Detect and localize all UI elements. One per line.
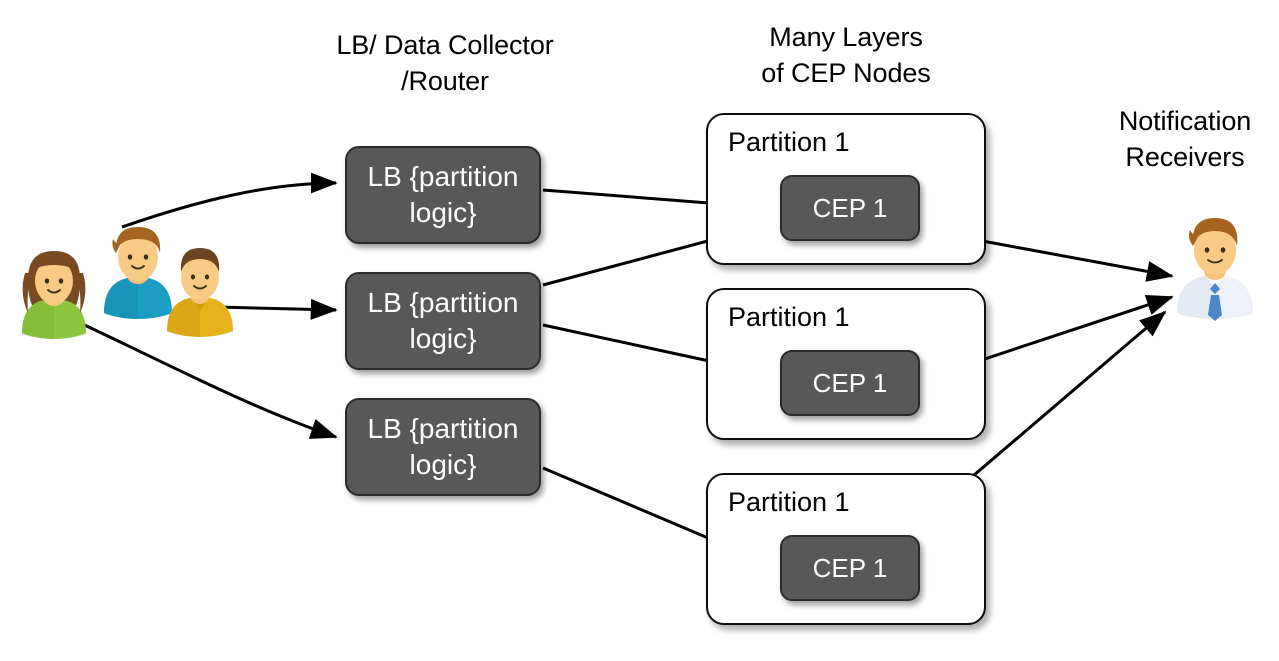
avatar-user-yellow bbox=[155, 238, 245, 338]
arrow-user-green-to-lb-3 bbox=[77, 320, 338, 439]
avatar-user-blue bbox=[92, 215, 184, 320]
lb-node-2[interactable]: LB {partition logic} bbox=[345, 272, 541, 370]
caption-lb-column: LB/ Data Collector /Router bbox=[336, 30, 554, 96]
partition-box-3[interactable]: Partition 1 CEP 1 bbox=[706, 473, 986, 625]
cep-node-3[interactable]: CEP 1 bbox=[780, 535, 920, 601]
partition-box-2[interactable]: Partition 1 CEP 1 bbox=[706, 288, 986, 440]
lb-node-3[interactable]: LB {partition logic} bbox=[345, 398, 541, 496]
partition-label-2: Partition 1 bbox=[728, 302, 850, 332]
caption-cep-column: Many Layers of CEP Nodes bbox=[761, 22, 931, 88]
partition-label-1: Partition 1 bbox=[728, 127, 850, 157]
caption-notification-receivers: Notification Receivers bbox=[1118, 106, 1252, 172]
partition-box-1[interactable]: Partition 1 CEP 1 bbox=[706, 113, 986, 265]
avatar-notification-receiver bbox=[1165, 203, 1265, 321]
avatar-user-green bbox=[8, 245, 100, 340]
cep-node-2[interactable]: CEP 1 bbox=[780, 350, 920, 416]
cep-node-1[interactable]: CEP 1 bbox=[780, 175, 920, 241]
partition-label-3: Partition 1 bbox=[728, 487, 850, 517]
lb-node-1[interactable]: LB {partition logic} bbox=[345, 146, 541, 244]
